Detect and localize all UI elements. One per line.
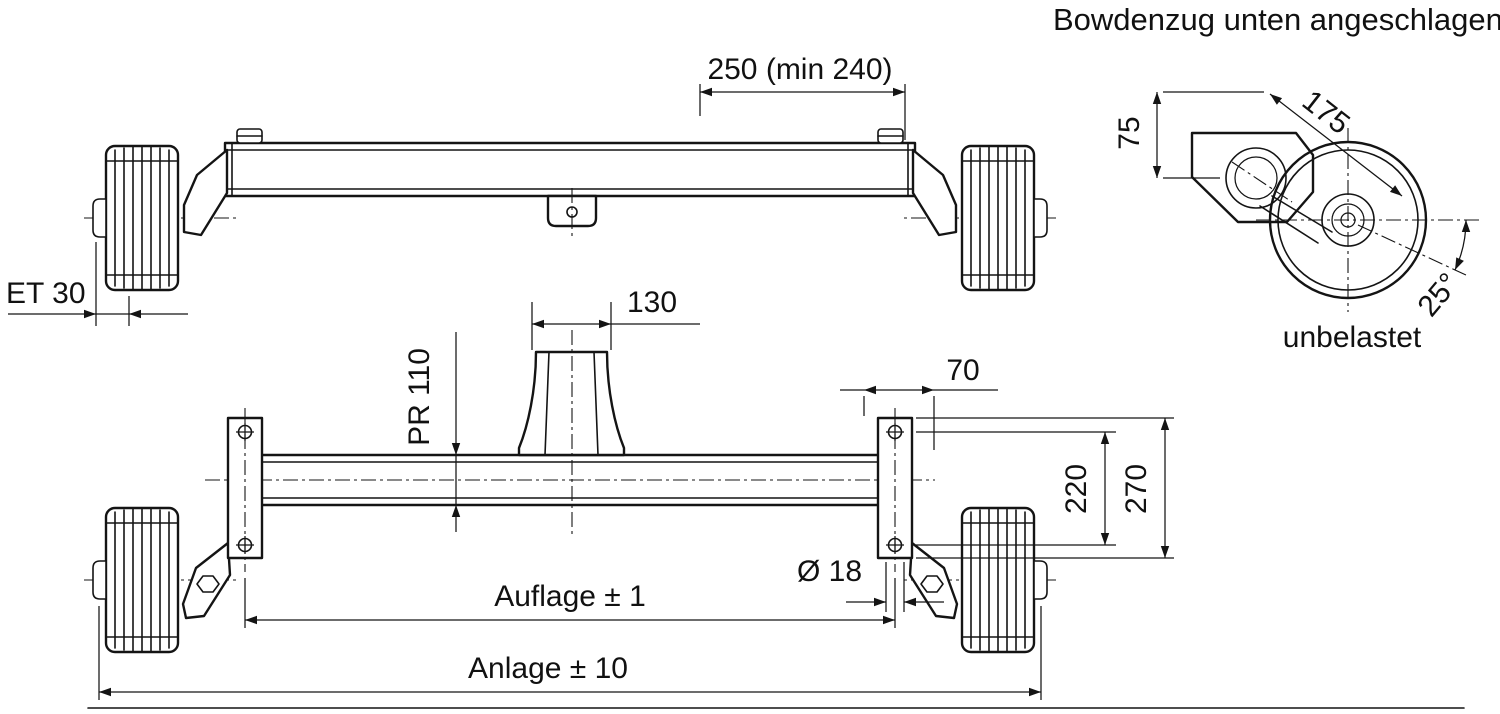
dim-130-label: 130	[627, 286, 677, 319]
dim-250-label: 250 (min 240)	[707, 53, 892, 86]
dimensions	[8, 84, 1471, 709]
detail-side-view	[1190, 128, 1480, 312]
dim-25deg-label: 25°	[1411, 267, 1465, 323]
axle-body-profile	[1190, 131, 1315, 224]
dim-anlage-label: Anlage ± 10	[468, 652, 628, 685]
center-clamp	[546, 194, 598, 228]
dim-auflage-label: Auflage ± 1	[494, 580, 646, 613]
left-end-top	[84, 129, 262, 290]
dim-270-label: 270	[1120, 464, 1153, 514]
right-end-top	[878, 129, 1056, 290]
dim-70-label: 70	[946, 354, 979, 387]
axle-bottom-view	[84, 330, 1056, 652]
dim-pr110-label: PR 110	[403, 348, 436, 446]
axle-top-view	[84, 129, 1056, 290]
detail-caption: unbelastet	[1283, 321, 1422, 354]
dim-175-label: 175	[1296, 84, 1356, 141]
dim-hole-dia-label: Ø 18	[797, 555, 862, 588]
drawing-title: Bowdenzug unten angeschlagen	[1053, 2, 1500, 37]
dim-et30-label: ET 30	[6, 277, 86, 310]
dim-220-label: 220	[1060, 464, 1093, 514]
right-end-bottom	[878, 408, 1056, 652]
left-end-bottom	[84, 408, 262, 652]
dim-75-label: 75	[1113, 116, 1146, 149]
